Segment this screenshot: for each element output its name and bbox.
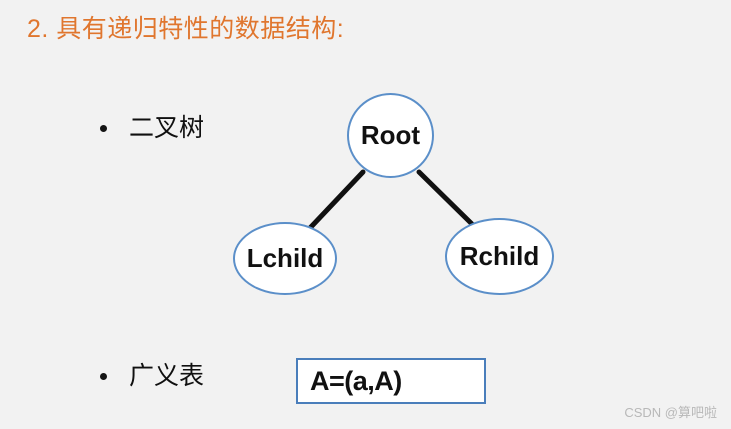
tree-node-rchild[interactable]: Rchild: [445, 218, 554, 295]
bullet-item-binary-tree: 二叉树: [100, 112, 204, 144]
bullet-label-binary-tree: 二叉树: [129, 114, 205, 142]
tree-edge-root-rchild: [416, 169, 477, 229]
formula-box: A=(a,A): [296, 358, 486, 404]
page-title: 2. 具有递归特性的数据结构:: [27, 15, 345, 43]
formula-text: A=(a,A): [310, 365, 402, 396]
tree-node-lchild-label: Lchild: [246, 243, 324, 273]
bullet-dot-icon: [100, 124, 107, 132]
bullet-dot-icon: [100, 372, 107, 380]
tree-node-root[interactable]: Root: [347, 93, 434, 178]
watermark-label: CSDN @算吧啦: [624, 405, 717, 420]
tree-node-root-label: Root: [360, 120, 421, 150]
binary-tree-diagram: Root Lchild Rchild: [210, 80, 590, 310]
tree-node-rchild-label: Rchild: [459, 241, 540, 271]
tree-node-lchild[interactable]: Lchild: [233, 222, 337, 295]
tree-edges-group: [307, 169, 477, 231]
tree-edge-root-lchild: [307, 169, 366, 231]
bullet-label-general-list: 广义表: [129, 362, 205, 390]
bullet-item-general-list: 广义表: [100, 360, 204, 392]
